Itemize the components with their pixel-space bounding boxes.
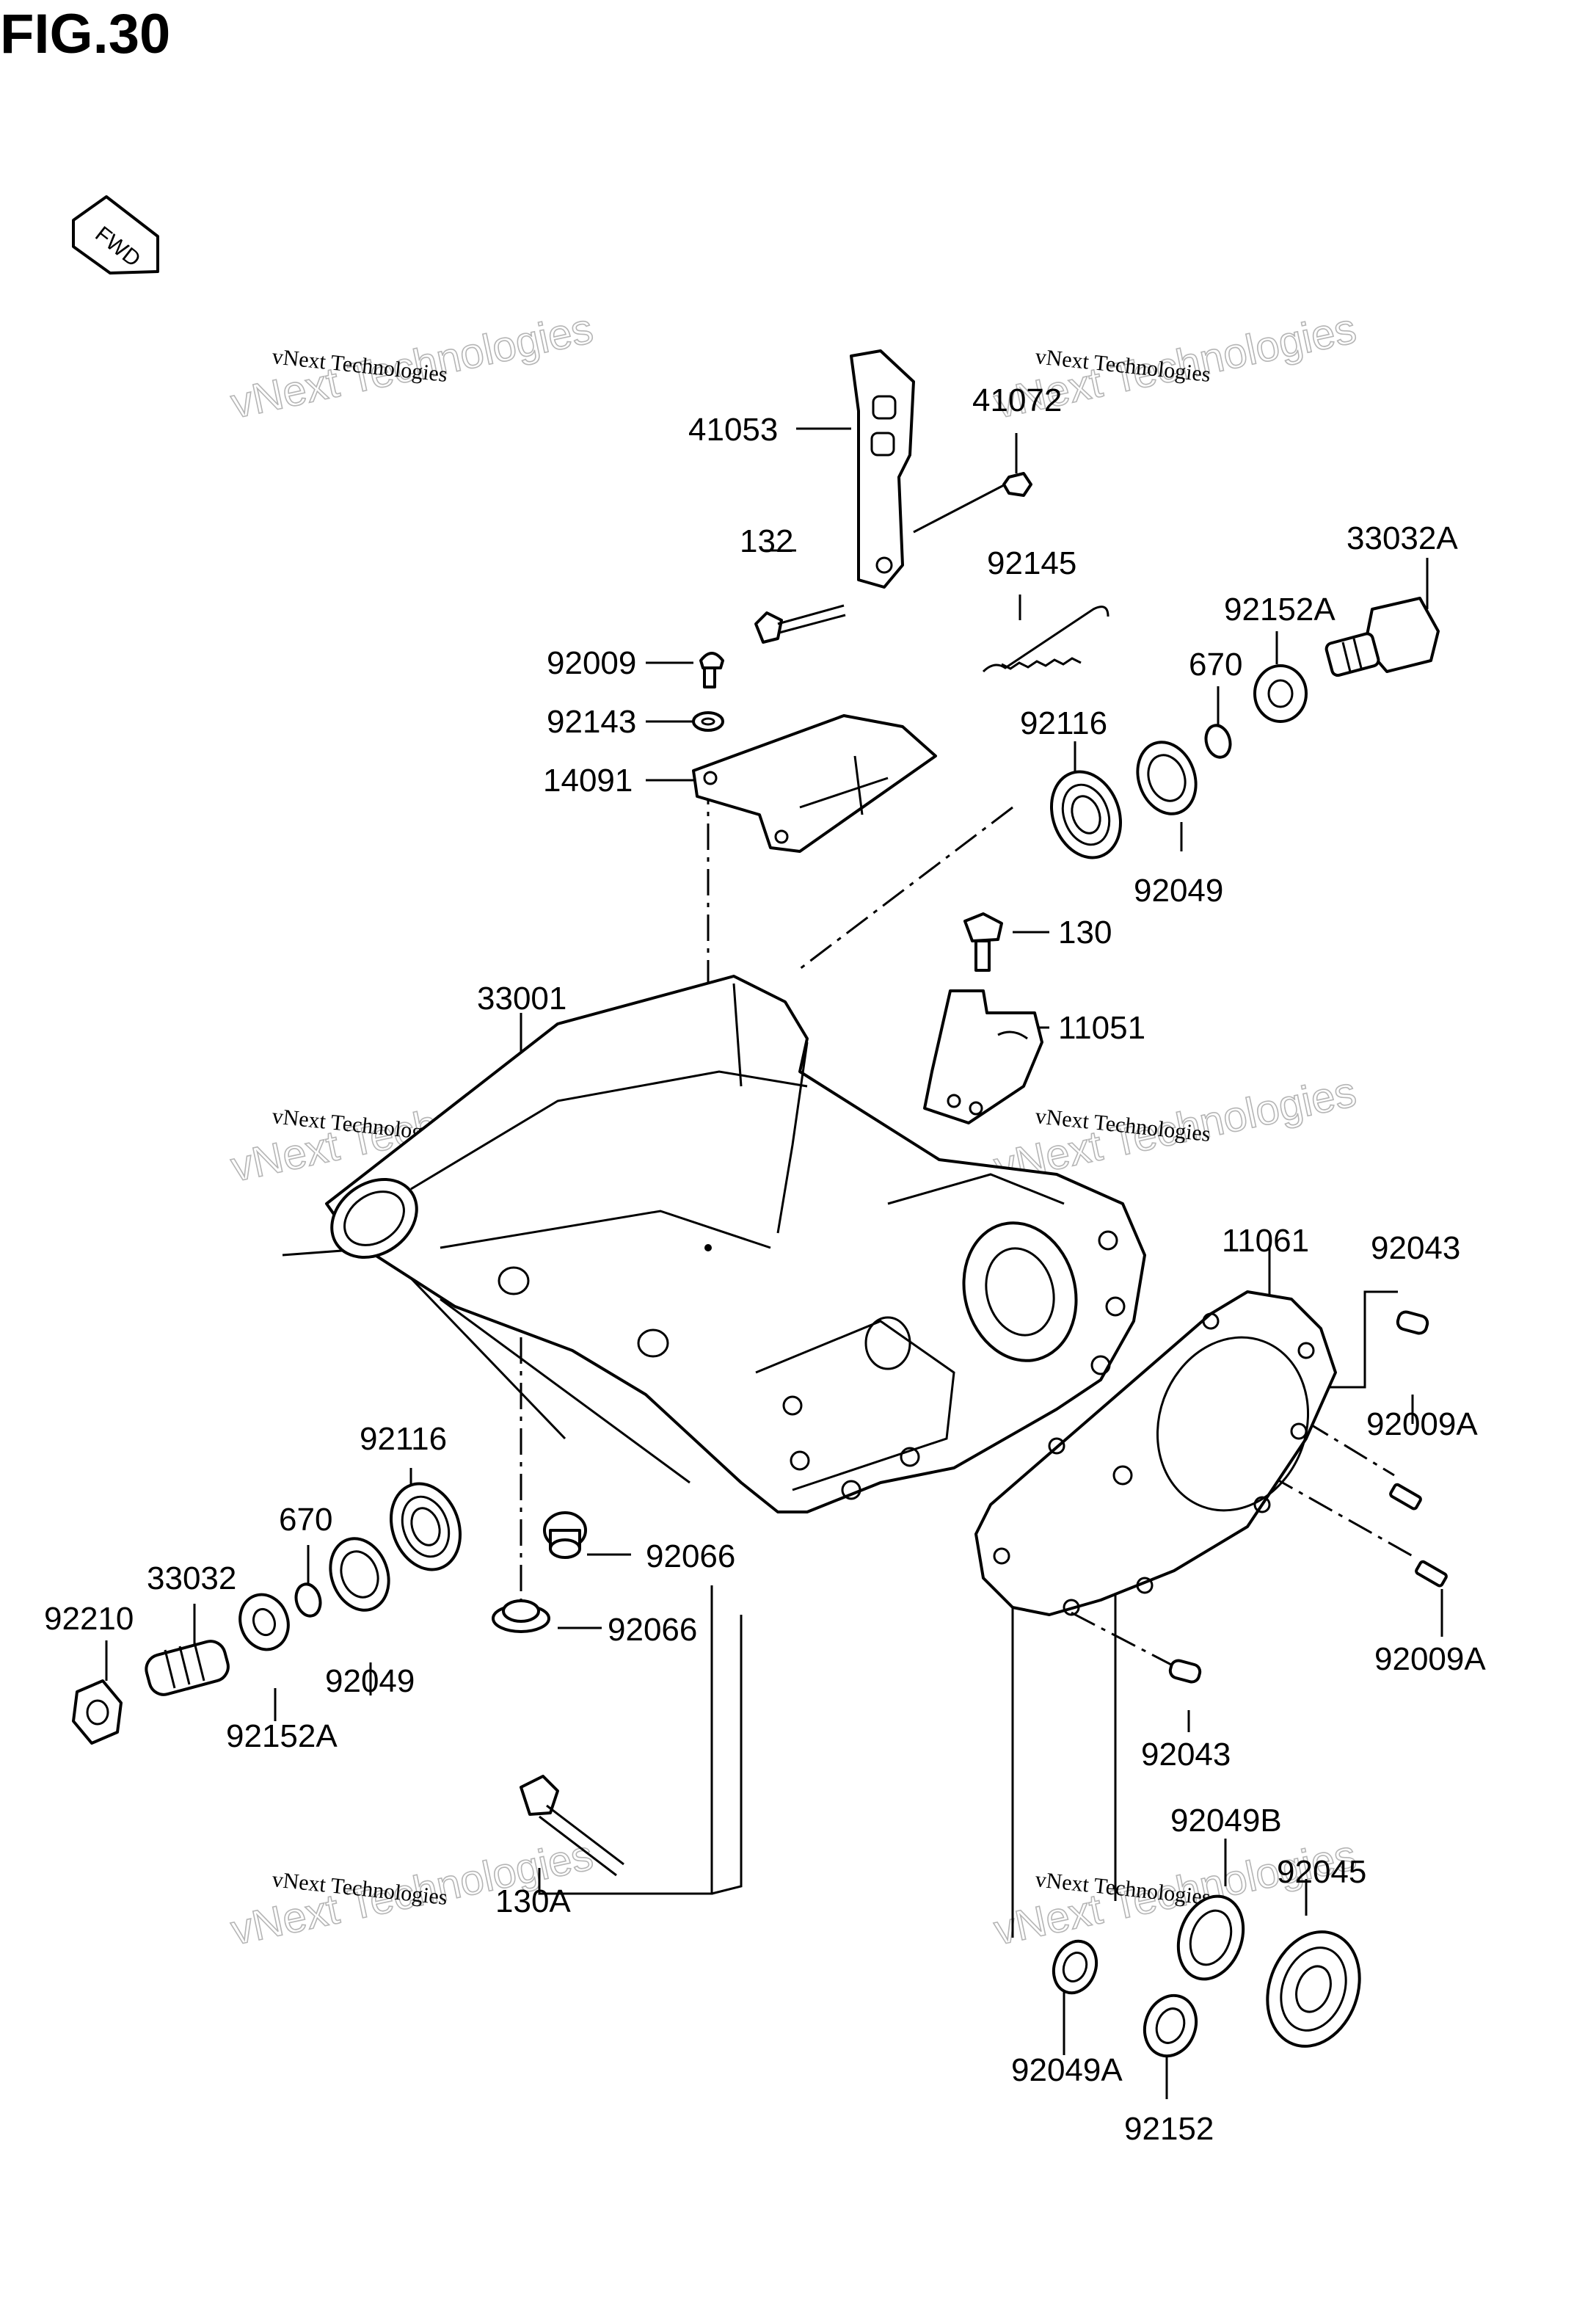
label-130: 130 — [1058, 915, 1112, 950]
label-92009A-1: 92009A — [1366, 1406, 1478, 1442]
screw-92009 — [699, 652, 724, 688]
nut-41072 — [1002, 472, 1032, 497]
label-33032A: 33032A — [1347, 520, 1458, 556]
label-92143: 92143 — [547, 704, 636, 740]
o-ring-670-left — [294, 1582, 322, 1618]
label-92009A-2: 92009A — [1374, 1641, 1486, 1677]
o-ring-670-top — [1204, 724, 1232, 759]
drain-plug-33032A — [1324, 597, 1440, 677]
bearing-92116-left — [389, 1482, 462, 1571]
chain-guide-41053 — [850, 349, 915, 589]
bushing-92152 — [1143, 1993, 1198, 2058]
watermark-top-left: vNext Technologies vNext Technologies — [226, 304, 597, 429]
oil-seal-92049-top — [1136, 741, 1198, 815]
dowel-pin-92043-top — [1396, 1310, 1429, 1335]
label-92043-bottom: 92043 — [1141, 1737, 1231, 1773]
washer-92152A-left — [238, 1593, 290, 1651]
figure-title: FIG.30 — [0, 3, 170, 65]
callout-labels: 41053 41072 132 92145 33032A 92152A 670 … — [44, 382, 1486, 2147]
spring-92145 — [982, 606, 1109, 673]
fwd-arrow-icon: FWD — [72, 195, 159, 275]
label-92152: 92152 — [1124, 2111, 1214, 2147]
nut-92210 — [72, 1679, 123, 1745]
screw-92009A-2 — [1415, 1560, 1448, 1588]
oil-seal-92049-left — [329, 1537, 390, 1612]
label-41053: 41053 — [688, 412, 778, 448]
label-92116-top: 92116 — [1020, 705, 1107, 741]
label-132: 132 — [740, 523, 793, 559]
bolt-130 — [963, 912, 1003, 972]
label-92049-top: 92049 — [1134, 873, 1223, 909]
label-92066-2: 92066 — [608, 1612, 697, 1648]
label-92009: 92009 — [547, 645, 636, 681]
label-92049-left: 92049 — [325, 1663, 415, 1699]
bearing-92116-top — [1049, 770, 1123, 859]
label-92043-top: 92043 — [1371, 1230, 1460, 1266]
cover-gasket-11061 — [974, 1290, 1337, 1616]
label-11061: 11061 — [1222, 1223, 1309, 1259]
label-14091: 14091 — [543, 763, 633, 799]
cap-92066-1 — [543, 1511, 587, 1559]
label-92116-left: 92116 — [360, 1421, 447, 1457]
label-92210: 92210 — [44, 1601, 134, 1637]
label-92066-1: 92066 — [646, 1538, 735, 1574]
label-92049B: 92049B — [1170, 1803, 1282, 1839]
bolt-130A — [520, 1775, 624, 1877]
bracket-11051 — [923, 989, 1043, 1124]
washer-92152A-top — [1253, 664, 1308, 723]
label-92045: 92045 — [1277, 1854, 1366, 1890]
label-33001: 33001 — [477, 981, 566, 1017]
swing-arm-housing-33001 — [325, 975, 1146, 1513]
label-92049A: 92049A — [1011, 2052, 1123, 2088]
dowel-pin-92043-bottom — [1168, 1659, 1202, 1684]
washer-92143 — [692, 711, 724, 732]
label-670-top: 670 — [1189, 647, 1242, 683]
oil-seal-92049B — [1176, 1894, 1245, 1981]
cap-92066-2 — [492, 1599, 550, 1633]
label-130A: 130A — [495, 1883, 571, 1919]
oil-seal-92049A — [1052, 1939, 1098, 1995]
adjuster-33032 — [145, 1640, 230, 1696]
bolt-132 — [754, 604, 846, 644]
label-33032: 33032 — [147, 1560, 236, 1596]
label-92152A-top: 92152A — [1224, 592, 1336, 628]
label-92152A-left: 92152A — [226, 1718, 338, 1754]
label-92145: 92145 — [987, 545, 1076, 581]
plate-14091 — [692, 714, 937, 853]
label-11051: 11051 — [1058, 1010, 1145, 1046]
bearing-92045 — [1266, 1930, 1361, 2048]
label-670-left: 670 — [279, 1502, 332, 1538]
screw-92009A-1 — [1389, 1483, 1422, 1511]
label-41072: 41072 — [972, 382, 1062, 418]
